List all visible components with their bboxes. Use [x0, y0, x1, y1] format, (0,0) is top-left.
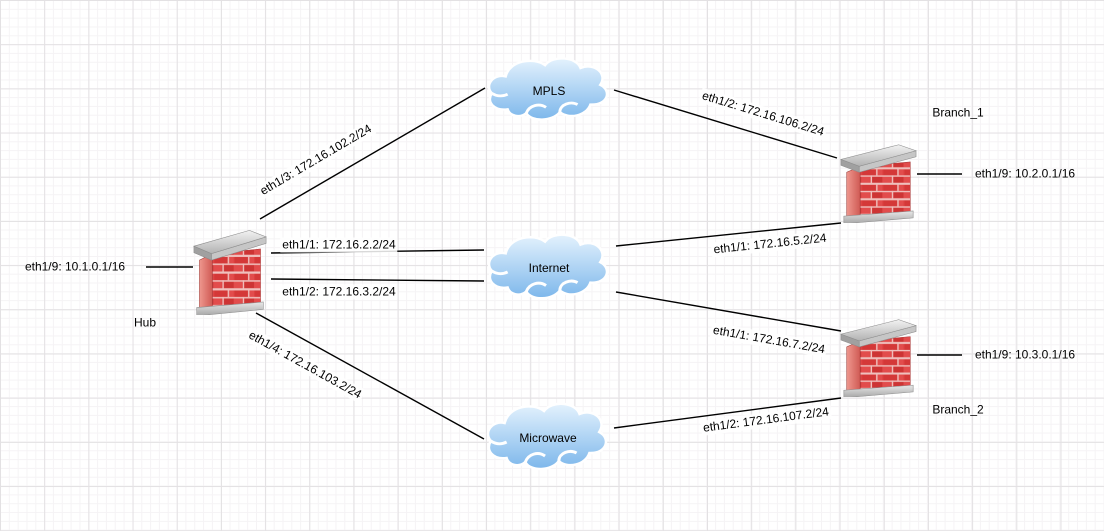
internet-label: Internet — [528, 261, 570, 275]
edge-hub-internet-2[interactable] — [270, 278, 485, 282]
edge-hub-mpls[interactable] — [259, 87, 486, 220]
edge-internet-branch2[interactable] — [615, 291, 842, 332]
cloud-icon — [487, 57, 609, 121]
edge-internet-branch1[interactable] — [615, 222, 842, 247]
branch2-lan-label[interactable]: eth1/9: 10.3.0.1/16 — [974, 347, 1076, 362]
edge-label-hub-internet-2[interactable]: eth1/2: 172.16.3.2/24 — [280, 284, 398, 300]
node-mpls-cloud[interactable]: MPLS — [484, 53, 614, 128]
firewall-icon — [840, 319, 917, 397]
cloud-icon — [486, 402, 608, 471]
cloud-icon — [487, 233, 609, 300]
edge-hub-microwave[interactable] — [255, 312, 485, 440]
node-internet-cloud[interactable]: Internet — [484, 229, 614, 307]
hub-lan-label[interactable]: eth1/9: 10.1.0.1/16 — [24, 259, 126, 274]
node-hub-firewall[interactable] — [193, 222, 267, 315]
mpls-label: MPLS — [532, 83, 566, 98]
branch2-label[interactable]: Branch_2 — [932, 402, 984, 417]
edge-microwave-branch2[interactable] — [613, 397, 842, 429]
node-branch2-firewall[interactable] — [840, 312, 917, 397]
firewall-icon — [193, 230, 267, 315]
hub-label[interactable]: Hub — [133, 315, 157, 330]
branch1-lan-label[interactable]: eth1/9: 10.2.0.1/16 — [974, 166, 1076, 181]
node-microwave-cloud[interactable]: Microwave — [483, 398, 613, 478]
node-branch1-firewall[interactable] — [840, 137, 917, 223]
branch1-label[interactable]: Branch_1 — [932, 105, 984, 120]
microwave-label: Microwave — [519, 431, 577, 445]
edge-label-hub-internet-1[interactable]: eth1/1: 172.16.2.2/24 — [280, 237, 398, 253]
edge-mpls-branch1[interactable] — [613, 89, 838, 159]
firewall-icon — [840, 144, 917, 223]
